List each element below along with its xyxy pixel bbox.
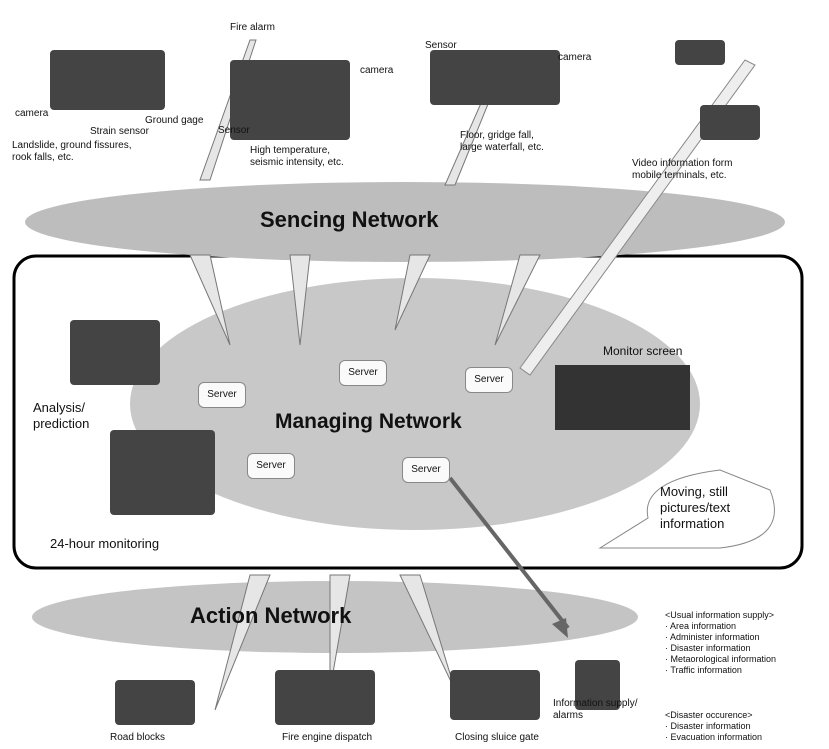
label-sluice: Closing sluice gate (455, 732, 539, 743)
label-fire-alarm: Fire alarm (230, 22, 276, 33)
label-moving: Moving, still pictures/text information (660, 484, 731, 531)
label-sensor2: Sensor (425, 40, 457, 51)
alert-arrow (448, 476, 570, 630)
label-monitoring: 24-hour monitoring (50, 536, 160, 551)
label-road-blocks: Road blocks (110, 732, 166, 743)
label-floor: Floor, gridge fall, large waterfall, etc… (460, 130, 544, 153)
river-image (430, 50, 560, 105)
server-box-1: Server (198, 382, 246, 408)
label-camera1: camera (15, 108, 49, 119)
label-info-supply: Information supply/ alarms (553, 698, 638, 721)
server-box-5: Server (402, 457, 450, 483)
label-sensor1: Sensor (218, 125, 250, 136)
sluice-gate-image (450, 670, 540, 720)
action-network-title: Action Network (190, 603, 352, 628)
label-camera3: camera (558, 52, 592, 63)
label-analysis: Analysis/ prediction (33, 400, 90, 431)
label-landslide: Landslide, ground fissures, rook falls, … (12, 140, 132, 163)
label-ground: Ground gage (145, 115, 204, 126)
server-box-4: Server (247, 453, 295, 479)
callout-bubble (598, 469, 775, 549)
label-video: Video information form mobile terminals,… (632, 158, 733, 181)
label-hightemp: High temperature, seismic intensity, etc… (250, 145, 344, 168)
sencing-network-ellipse (25, 182, 785, 262)
fire-engine-image (275, 670, 375, 725)
analysis-image (70, 320, 160, 385)
label-camera2: camera (360, 65, 394, 76)
operator-icon (575, 660, 620, 710)
road-block-image (115, 680, 195, 725)
label-strain: Strain sensor (90, 126, 149, 137)
server-box-2: Server (339, 360, 387, 386)
label-usual-supply: <Usual information supply> · Area inform… (665, 610, 777, 675)
server-box-3: Server (465, 367, 513, 393)
shrine-image (230, 60, 350, 140)
monitor-screen-icon (555, 365, 690, 430)
sencing-network-title: Sencing Network (260, 207, 439, 232)
label-fire-engine: Fire engine dispatch (282, 732, 373, 743)
label-monitor-screen: Monitor screen (603, 344, 683, 358)
label-disaster: <Disaster occurence> · Disaster informat… (665, 710, 763, 742)
helicopter-icon (675, 40, 725, 65)
car-icon (700, 105, 760, 140)
managing-network-title: Managing Network (275, 410, 462, 433)
monitoring-image (110, 430, 215, 515)
landslide-image (50, 50, 165, 110)
mobile-beam (519, 59, 756, 376)
